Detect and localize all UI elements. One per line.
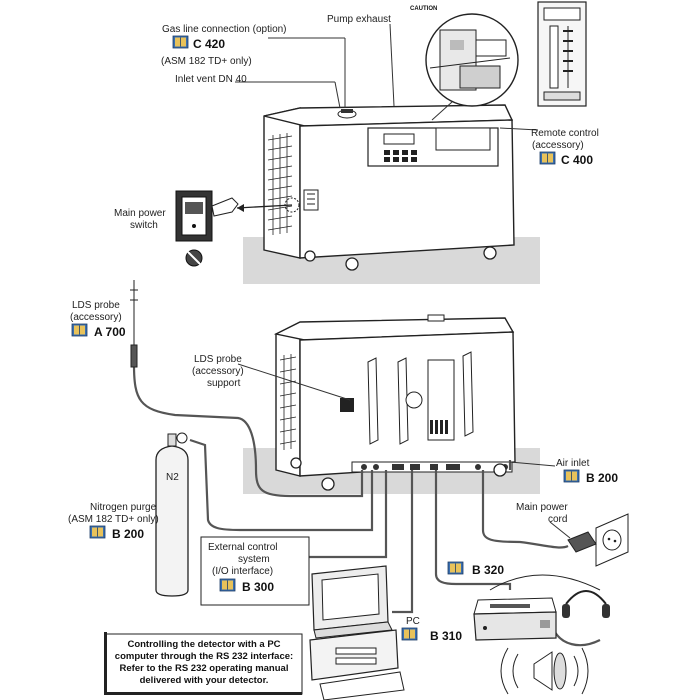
headphones (562, 590, 610, 618)
caution-magnifier: CAUTION (410, 6, 519, 107)
pc-label: PC (406, 616, 420, 627)
nitrogen-purge-note: (ASM 182 TD+ only) (68, 514, 159, 525)
lds-support-label-3: support (207, 378, 241, 389)
book-icon (89, 525, 106, 539)
lds-support-label-1: LDS probe (194, 354, 242, 365)
external-control-code: B 300 (242, 580, 274, 594)
external-control-label-2: system (238, 554, 270, 565)
remote-control-accessory: (accessory) (532, 140, 584, 151)
rs232-note-box (105, 633, 303, 695)
air-inlet-code: B 200 (586, 471, 618, 485)
printer (473, 597, 557, 641)
cables (132, 364, 601, 647)
detector-rear-view (243, 314, 540, 494)
book-icon (447, 561, 464, 575)
speaker (500, 647, 589, 695)
gas-line-code: C 420 (193, 37, 225, 51)
pc-computer (309, 565, 405, 700)
nitrogen-purge-label: Nitrogen purge (90, 502, 157, 513)
book-icon (172, 35, 189, 49)
book-icon (71, 323, 88, 337)
nitrogen-purge-code: B 200 (112, 527, 144, 541)
lds-probe-accessory: (accessory) (70, 312, 122, 323)
book-icon (219, 578, 236, 592)
gas-line-label: Gas line connection (option) (162, 24, 287, 35)
book-icon (563, 469, 580, 483)
main-power-cord-label-2: cord (548, 514, 567, 525)
gas-line-note: (ASM 182 TD+ only) (161, 56, 252, 67)
rs232-note-line-1: Controlling the detector with a PC (127, 639, 280, 650)
lds-probe-label: LDS probe (72, 300, 120, 311)
rs232-note-line-4: delivered with your detector. (140, 675, 269, 686)
wall-socket (567, 513, 629, 567)
caution-label: CAUTION (410, 6, 437, 12)
book-icon (401, 627, 418, 641)
inlet-vent-label: Inlet vent DN 40 (175, 74, 247, 85)
leader-lines (235, 23, 571, 539)
main-power-switch-label-1: Main power (114, 208, 166, 219)
air-inlet-label: Air inlet (556, 458, 590, 469)
book-icon (539, 151, 556, 165)
detector-top-view (243, 104, 540, 284)
rs232-note-line-3: Refer to the RS 232 operating manual (120, 663, 289, 674)
external-control-label-1: External control (208, 542, 277, 553)
main-power-switch-label-2: switch (130, 220, 158, 231)
printer-code: B 320 (472, 563, 504, 577)
main-power-switch-device (175, 190, 239, 267)
n2-label: N2 (166, 472, 179, 483)
remote-control-device (537, 1, 587, 107)
pc-code: B 310 (430, 629, 462, 643)
main-power-cord-label-1: Main power (516, 502, 568, 513)
lds-probe-device (130, 280, 138, 368)
lds-probe-code: A 700 (94, 325, 126, 339)
external-control-label-3: (I/O interface) (212, 566, 273, 577)
rs232-note-line-2: computer through the RS 232 interface: (115, 651, 293, 662)
remote-control-label: Remote control (531, 128, 599, 139)
pump-exhaust-label: Pump exhaust (327, 14, 391, 25)
lds-support-label-2: (accessory) (192, 366, 244, 377)
remote-control-code: C 400 (561, 153, 593, 167)
nitrogen-bottle: N2 (155, 432, 189, 597)
external-control-box (200, 536, 310, 606)
